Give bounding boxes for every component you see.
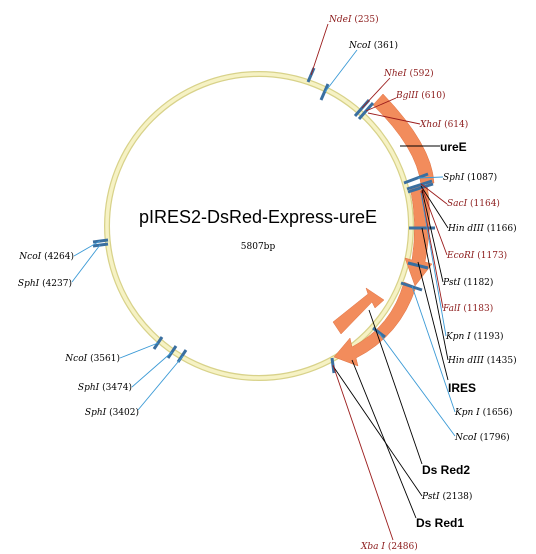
- feature-label-ires: IRES: [448, 381, 476, 395]
- leader-xbai-2486: [332, 364, 394, 541]
- cut-mark: [406, 179, 433, 191]
- site-label-sphi-3402: SphI (3402): [85, 407, 139, 418]
- leader-bglii-610: [365, 97, 397, 112]
- cut-mark: [407, 261, 429, 270]
- leader-sphi-4237: [71, 244, 101, 283]
- site-label-hindiii-1435: Hin dIII (1435): [447, 355, 517, 366]
- ires-arrow: [404, 184, 433, 287]
- feature-label-dsred1: Ds Red1: [416, 516, 464, 530]
- plasmid-name: pIRES2-DsRed-Express-ureE: [139, 207, 377, 227]
- leader-psti-2138: [332, 365, 423, 497]
- cut-mark: [403, 172, 429, 185]
- cut-mark: [400, 281, 423, 292]
- plasmid-backbone-inner: [105, 72, 413, 380]
- leader-saci-1164: [420, 183, 448, 205]
- site-label-xbai-2486: Xba I (2486): [360, 541, 418, 552]
- leader-nhei-592: [361, 77, 391, 109]
- leader-sphi-1087: [417, 176, 444, 179]
- cut-mark: [92, 242, 109, 248]
- leader-psti-1182: [421, 189, 444, 283]
- site-label-psti-1182: PstI (1182): [442, 277, 493, 288]
- leader-ires: [417, 261, 449, 381]
- site-label-ncoi-4264: NcoI (4264): [18, 251, 74, 262]
- site-label-ncoi-361: NcoI (361): [348, 40, 398, 51]
- leader-ndei-235: [310, 23, 329, 76]
- site-label-sphi-1087: SphI (1087): [443, 172, 497, 183]
- leader-kpni-1656: [411, 285, 456, 413]
- cut-mark: [407, 182, 434, 194]
- site-label-ndei-235: NdeI (235): [328, 14, 379, 25]
- leader-dsred1: [351, 359, 417, 519]
- site-label-sphi-3474: SphI (3474): [78, 382, 132, 393]
- leader-dsred2: [368, 309, 423, 465]
- leader-sphi-3474: [131, 351, 173, 388]
- leader-sphi-3402: [137, 355, 184, 411]
- site-label-bglii-610: BglII (610): [395, 90, 445, 101]
- dsred1-arrow: [333, 281, 417, 367]
- site-label-psti-2138: PstI (2138): [421, 491, 472, 502]
- dsred2-arrow: [332, 287, 385, 335]
- leader-ncoi-1796: [378, 332, 456, 437]
- site-labels: NdeI (235) NcoI (361) NheI (592) BglII (…: [18, 14, 517, 552]
- leader-lines: [71, 23, 456, 541]
- leader-ecori-1173: [421, 187, 448, 256]
- feature-label-dsred2: Ds Red2: [422, 463, 470, 477]
- leader-fali-1183: [420, 190, 444, 309]
- leader-xhoi-614: [367, 112, 421, 125]
- site-label-saci-1164: SacI (1164): [447, 198, 500, 209]
- cut-mark: [319, 83, 330, 101]
- site-label-sphi-4237: SphI (4237): [18, 278, 72, 289]
- site-label-xhoi-614: XhoI (614): [419, 119, 468, 130]
- site-label-kpni-1656: Kpn I (1656): [454, 407, 513, 418]
- leader-ncoi-4264: [73, 240, 101, 257]
- site-label-ecori-1173: EcoRI (1173): [446, 250, 507, 261]
- site-label-fali-1183: FalI (1183): [442, 303, 493, 314]
- site-label-ncoi-3561: NcoI (3561): [64, 353, 120, 364]
- cut-mark: [372, 326, 386, 339]
- feature-label-uree: ureE: [440, 140, 467, 154]
- site-label-hindiii-1166: Hin dIII (1166): [447, 223, 517, 234]
- leader-ncoi-361: [324, 49, 358, 93]
- leader-hindiii-1166: [420, 185, 449, 229]
- feature-arrows: [332, 93, 435, 367]
- site-label-ncoi-1796: NcoI (1796): [454, 432, 510, 443]
- leader-hindiii-1435: [421, 227, 449, 361]
- site-label-kpni-1193: Kpn I (1193): [445, 331, 504, 342]
- site-label-nhei-592: NheI (592): [383, 68, 434, 79]
- uree-arrow: [372, 93, 435, 186]
- leader-ncoi-3561: [119, 342, 159, 359]
- feature-labels: ureE IRES Ds Red2 Ds Red1: [416, 140, 476, 530]
- cut-mark: [92, 238, 109, 244]
- leader-kpni-1193: [420, 192, 447, 337]
- plasmid-size: 5807bp: [241, 242, 276, 252]
